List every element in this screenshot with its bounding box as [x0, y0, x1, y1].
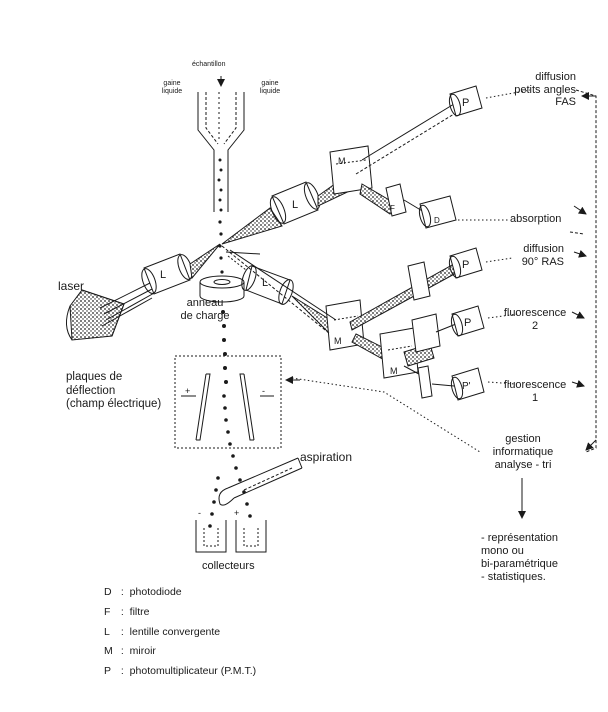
- plaques-label: plaques de déflection (champ électrique): [66, 371, 161, 412]
- legend-row-l: L : lentille convergente: [104, 623, 256, 643]
- lens-label-laser: L: [160, 269, 167, 281]
- legend-text: filtre: [129, 605, 150, 618]
- side-scatter-lens: [225, 251, 294, 305]
- gestion-line1: gestion: [505, 433, 541, 445]
- ras-label: diffusion 90° RAS: [484, 243, 564, 268]
- gaine-right-line1: gaine: [261, 80, 279, 87]
- aspiration-label: aspiration: [300, 450, 353, 464]
- anneau-line1: anneau: [186, 297, 224, 309]
- charge-ring: [199, 275, 245, 303]
- representation-label: - représentation mono ou bi-paramétrique…: [481, 532, 558, 584]
- fluo1-line1: fluorescence: [503, 379, 567, 391]
- deflection-box: [174, 355, 282, 449]
- ras-line2: 90° RAS: [521, 255, 564, 268]
- representation-line3: bi-paramétrique: [481, 558, 559, 570]
- gestion-line2: informatique: [492, 446, 554, 458]
- legend-row-p: P : photomultiplicateur (P.M.T.): [104, 662, 256, 682]
- gaine-right-line2: liquide: [259, 88, 281, 95]
- gaine-left-line1: gaine: [163, 80, 181, 87]
- absorption-label: absorption: [510, 213, 562, 225]
- scatter-rays: [221, 245, 337, 335]
- legend-key: L: [104, 625, 110, 638]
- collection-lens-upper: [269, 181, 321, 225]
- ras-line1: diffusion: [523, 243, 564, 255]
- fluo2-line2: 2: [531, 320, 539, 332]
- plaques-line1: plaques de: [66, 371, 123, 383]
- lens-label-upper: L: [292, 199, 299, 211]
- gestion-label: gestion informatique analyse - tri: [480, 433, 566, 472]
- legend-key: D: [104, 586, 112, 598]
- gaine-right-label: gaine liquide: [250, 80, 290, 96]
- collectors: [195, 520, 267, 553]
- label-leaders: [291, 89, 531, 453]
- legend-row-d: D : photodiode: [104, 583, 256, 603]
- fas-line1: diffusion: [535, 71, 576, 83]
- fluorescence-path: [351, 305, 485, 401]
- fluo1-line2: 1: [531, 392, 539, 404]
- fluo1-label: fluorescence 1: [496, 379, 574, 405]
- representation-line1: - représentation: [481, 532, 559, 544]
- plaques-line3: (champ électrique): [66, 398, 162, 410]
- legend: D : photodiode F : filtre L : lentille c…: [104, 583, 256, 682]
- forward-beam: [221, 207, 283, 245]
- pmt-label-fas: P: [462, 97, 470, 109]
- laser-lens: [141, 253, 193, 295]
- detector-bracket: [569, 89, 597, 453]
- representation-line4: - statistiques.: [481, 571, 546, 583]
- legend-text: miroir: [129, 645, 156, 658]
- laser-source: [66, 281, 157, 341]
- legend-row-f: F : filtre: [104, 603, 256, 623]
- fas-light-path: [355, 103, 455, 175]
- collector-plus-sign: +: [234, 508, 240, 518]
- fas-line3: FAS: [555, 96, 576, 108]
- mirror-label-upper: M: [338, 156, 346, 166]
- pmt-fas: [448, 85, 483, 117]
- representation-line2: mono ou: [481, 545, 524, 557]
- nozzle: [197, 76, 245, 212]
- plaques-line2: déflection: [66, 384, 116, 397]
- fluo2-label: fluorescence 2: [496, 307, 574, 333]
- ras-path: [349, 247, 483, 331]
- laser-beam: [189, 243, 221, 280]
- legend-key: F: [104, 605, 111, 618]
- fluo2-line1: fluorescence: [503, 307, 567, 319]
- collecteurs-label: collecteurs: [202, 560, 255, 572]
- lens-label-side: L: [262, 277, 269, 289]
- echantillon-label: échantillon: [192, 61, 226, 68]
- laser-label: laser: [58, 279, 85, 293]
- anneau-label: anneau de charge: [178, 297, 232, 323]
- gestion-line3: analyse - tri: [494, 459, 552, 471]
- anneau-line2: de charge: [180, 310, 230, 322]
- gaine-left-label: gaine liquide: [152, 80, 192, 96]
- minus-plate-sign: -: [262, 386, 265, 396]
- pmt-label-fluo1: P': [462, 381, 471, 392]
- absorption-path: [359, 183, 457, 229]
- mirror-label-lower-right: M: [390, 366, 398, 376]
- photodiode-label: D: [434, 216, 440, 225]
- legend-key: M: [104, 645, 113, 658]
- pmt-label-fluo2: P: [464, 317, 472, 329]
- mirror-upper: [329, 145, 373, 195]
- plus-plate-sign: +: [185, 386, 191, 396]
- pmt-label-ras: P: [462, 259, 470, 271]
- fas-label: diffusion petits angles FAS: [484, 71, 576, 109]
- filter-label: F: [390, 204, 395, 213]
- sample-stream: [217, 158, 224, 274]
- legend-key: P: [104, 665, 112, 678]
- legend-row-m: M : miroir: [104, 642, 256, 662]
- legend-text: photomultiplicateur (P.M.T.): [129, 665, 257, 678]
- gaine-left-line2: liquide: [161, 88, 183, 95]
- collector-minus-sign: -: [198, 508, 201, 518]
- mirror-label-lower-left: M: [334, 336, 342, 346]
- aspiration-tube: [218, 457, 303, 506]
- legend-text: lentille convergente: [129, 625, 221, 638]
- fas-line2: petits angles: [514, 83, 576, 96]
- droplets: [208, 310, 252, 528]
- legend-text: photodiode: [129, 586, 182, 598]
